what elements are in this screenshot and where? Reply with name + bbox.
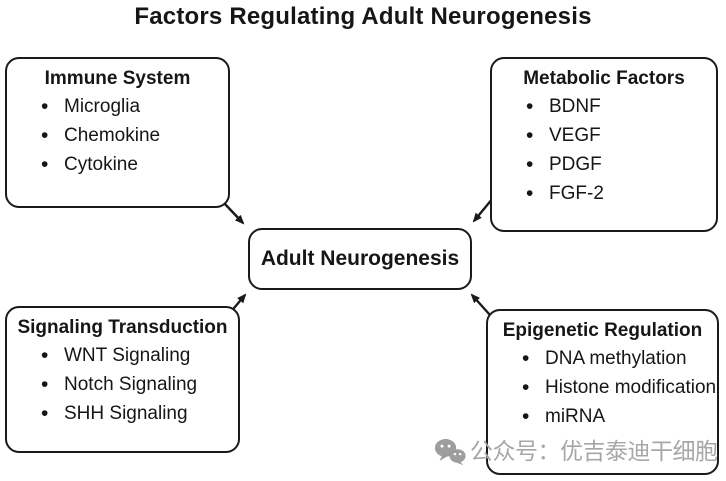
page-title: Factors Regulating Adult Neurogenesis	[134, 3, 592, 30]
arrow-epigenetic-to-center	[470, 293, 491, 316]
box-item-list: Microglia Chemokine Cytokine	[7, 92, 228, 179]
arrow-immune-to-center	[223, 202, 245, 225]
factor-box-metabolic-factors: Metabolic Factors BDNF VEGF PDGF FGF-2	[490, 57, 718, 232]
wechat-icon	[434, 438, 466, 465]
box-item-list: WNT Signaling Notch Signaling SHH Signal…	[7, 341, 238, 428]
list-item: Chemokine	[7, 121, 228, 150]
factor-box-epigenetic-regulation: Epigenetic Regulation DNA methylation Hi…	[486, 309, 719, 475]
list-item: Microglia	[7, 92, 228, 121]
list-item: FGF-2	[492, 179, 716, 208]
list-item: VEGF	[492, 121, 716, 150]
box-item-list: DNA methylation Histone modification miR…	[488, 344, 717, 431]
list-item: WNT Signaling	[7, 341, 238, 370]
box-heading: Epigenetic Regulation	[502, 320, 703, 341]
box-item-list: BDNF VEGF PDGF FGF-2	[492, 92, 716, 208]
list-item: Histone modification	[488, 373, 717, 402]
list-item: BDNF	[492, 92, 716, 121]
list-item: Cytokine	[7, 150, 228, 179]
list-item: DNA methylation	[488, 344, 717, 373]
box-heading: Metabolic Factors	[523, 68, 685, 89]
box-heading: Immune System	[44, 68, 191, 89]
list-item: SHH Signaling	[7, 399, 238, 428]
list-item: Notch Signaling	[7, 370, 238, 399]
factor-box-signaling-transduction: Signaling Transduction WNT Signaling Not…	[5, 306, 240, 453]
list-item: PDGF	[492, 150, 716, 179]
center-node-label: Adult Neurogenesis	[260, 247, 460, 270]
box-heading: Signaling Transduction	[17, 317, 228, 338]
center-node-adult-neurogenesis: Adult Neurogenesis	[248, 228, 472, 290]
list-item: miRNA	[488, 402, 717, 431]
factor-box-immune-system: Immune System Microglia Chemokine Cytoki…	[5, 57, 230, 208]
